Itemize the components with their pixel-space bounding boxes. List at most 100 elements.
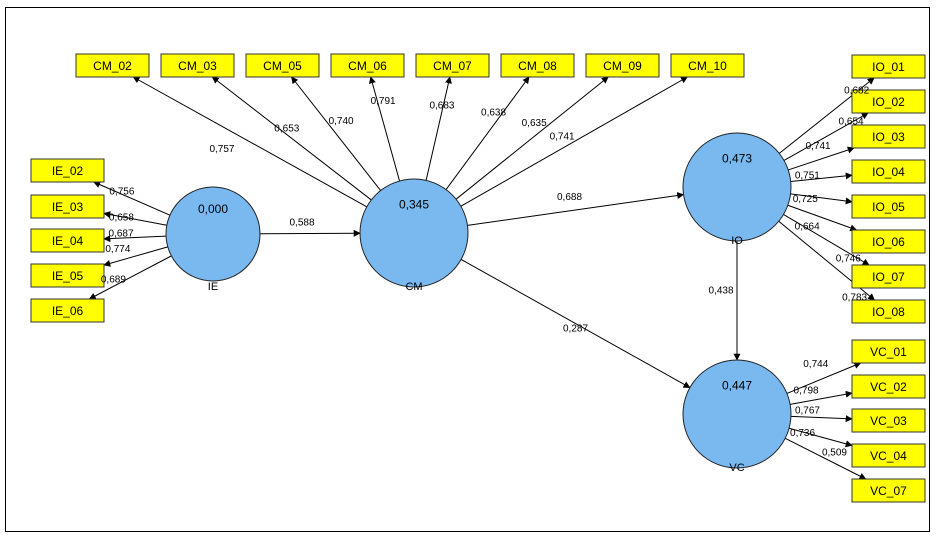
loading-label-vc-02: 0,798 — [794, 386, 819, 397]
indicator-box[interactable] — [851, 339, 926, 364]
indicator-ie-04[interactable]: IE_04 — [30, 228, 105, 253]
loading-line-vc-03 — [790, 415, 853, 423]
indicator-box[interactable] — [500, 53, 575, 78]
indicator-box[interactable] — [851, 299, 926, 324]
indicator-box[interactable] — [851, 374, 926, 399]
loading-line-cm-08 — [445, 76, 530, 190]
indicator-vc-04[interactable]: VC_04 — [851, 443, 926, 468]
construct-vc[interactable] — [682, 359, 792, 469]
indicator-cm-10[interactable]: CM_10 — [670, 53, 745, 78]
indicator-label: CM_07 — [433, 59, 472, 73]
indicator-label: CM_03 — [178, 59, 217, 73]
indicator-cm-08[interactable]: CM_08 — [500, 53, 575, 78]
indicator-vc-07[interactable]: VC_07 — [851, 478, 926, 503]
indicator-box[interactable] — [851, 264, 926, 289]
loading-line-ie-04 — [103, 235, 167, 243]
construct-name-cm: CM — [405, 281, 422, 293]
loading-line-io-05 — [790, 193, 853, 205]
loading-label-ie-04: 0,687 — [109, 228, 134, 239]
indicator-io-05[interactable]: IO_05 — [851, 194, 926, 219]
construct-value-ie: 0,000 — [198, 202, 228, 216]
indicator-vc-03[interactable]: VC_03 — [851, 408, 926, 433]
indicator-label: VC_07 — [870, 484, 907, 498]
loading-line-io-06 — [787, 204, 858, 232]
indicator-box[interactable] — [670, 53, 745, 78]
indicator-cm-06[interactable]: CM_06 — [330, 53, 405, 78]
loading-label-ie-03: 0,658 — [109, 212, 134, 223]
indicator-label: CM_09 — [603, 59, 642, 73]
indicator-box[interactable] — [30, 263, 105, 288]
loading-line-vc-02 — [790, 390, 853, 405]
indicator-box[interactable] — [851, 159, 926, 184]
indicator-box[interactable] — [585, 53, 660, 78]
indicator-io-03[interactable]: IO_03 — [851, 124, 926, 149]
construct-value-io: 0,473 — [722, 152, 752, 166]
loading-line-vc-01 — [786, 362, 862, 394]
loading-line-cm-06 — [369, 76, 401, 182]
loading-label-io-06: 0,664 — [795, 222, 820, 233]
loading-line-ie-05 — [103, 246, 168, 267]
indicator-io-01[interactable]: IO_01 — [851, 54, 926, 79]
indicator-box[interactable] — [851, 54, 926, 79]
construct-ie[interactable] — [165, 186, 261, 282]
indicator-box[interactable] — [851, 408, 926, 433]
loading-label-cm-08: 0,638 — [481, 107, 506, 118]
indicator-label: IE_06 — [52, 304, 84, 318]
construct-io[interactable] — [682, 132, 792, 242]
indicator-io-08[interactable]: IO_08 — [851, 299, 926, 324]
indicator-vc-02[interactable]: VC_02 — [851, 374, 926, 399]
construct-name-vc: VC — [729, 462, 744, 474]
indicator-label: CM_08 — [518, 59, 557, 73]
indicator-box[interactable] — [330, 53, 405, 78]
indicator-io-06[interactable]: IO_06 — [851, 229, 926, 254]
indicator-label: IE_04 — [52, 234, 84, 248]
indicator-ie-05[interactable]: IE_05 — [30, 263, 105, 288]
loading-line-cm-07 — [425, 76, 452, 181]
indicator-label: IO_06 — [872, 235, 905, 249]
indicator-box[interactable] — [245, 53, 320, 78]
loading-line-io-03 — [788, 146, 855, 171]
path-line-cm-io — [467, 192, 685, 226]
indicator-io-07[interactable]: IO_07 — [851, 264, 926, 289]
loading-label-cm-06: 0,791 — [371, 96, 396, 107]
indicator-box[interactable] — [160, 53, 235, 78]
indicator-box[interactable] — [851, 229, 926, 254]
indicator-cm-02[interactable]: CM_02 — [75, 53, 150, 78]
indicator-vc-01[interactable]: VC_01 — [851, 339, 926, 364]
indicator-label: IO_02 — [872, 95, 905, 109]
indicator-box[interactable] — [415, 53, 490, 78]
indicator-box[interactable] — [75, 53, 150, 78]
indicator-box[interactable] — [30, 158, 105, 183]
indicator-box[interactable] — [30, 228, 105, 253]
indicator-cm-09[interactable]: CM_09 — [585, 53, 660, 78]
loading-label-vc-07: 0,509 — [822, 448, 847, 459]
indicator-box[interactable] — [30, 194, 105, 219]
indicator-label: VC_03 — [870, 414, 907, 428]
loading-label-io-03: 0,741 — [806, 141, 831, 152]
indicator-ie-03[interactable]: IE_03 — [30, 194, 105, 219]
loading-label-cm-10: 0,741 — [550, 132, 575, 143]
indicator-cm-03[interactable]: CM_03 — [160, 53, 235, 78]
loading-line-ie-06 — [88, 255, 172, 300]
indicator-cm-05[interactable]: CM_05 — [245, 53, 320, 78]
loading-line-ie-02 — [93, 181, 171, 216]
indicator-label: IO_07 — [872, 270, 905, 284]
construct-cm[interactable] — [359, 178, 469, 288]
indicator-io-02[interactable]: IO_02 — [851, 89, 926, 114]
indicator-cm-07[interactable]: CM_07 — [415, 53, 490, 78]
indicator-box[interactable] — [851, 194, 926, 219]
loading-label-cm-02: 0,757 — [209, 144, 234, 155]
indicator-ie-06[interactable]: IE_06 — [30, 298, 105, 323]
loading-line-io-04 — [790, 172, 853, 183]
indicator-box[interactable] — [851, 443, 926, 468]
indicator-io-04[interactable]: IO_04 — [851, 159, 926, 184]
indicator-box[interactable] — [851, 89, 926, 114]
loading-line-cm-03 — [211, 76, 372, 201]
loading-line-io-02 — [783, 112, 869, 161]
indicator-box[interactable] — [851, 124, 926, 149]
indicator-ie-02[interactable]: IE_02 — [30, 158, 105, 183]
loading-line-cm-09 — [455, 76, 609, 200]
indicator-box[interactable] — [851, 478, 926, 503]
loading-label-io-07: 0,746 — [836, 254, 861, 265]
indicator-box[interactable] — [30, 298, 105, 323]
